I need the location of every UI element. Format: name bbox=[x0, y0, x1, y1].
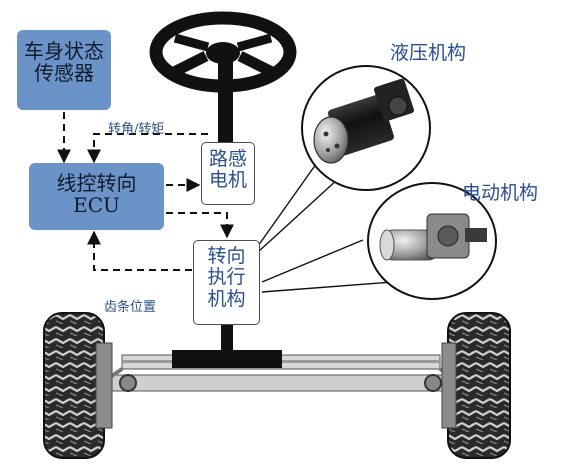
steering-actuator-box: 转向 执行 机构 bbox=[193, 240, 260, 325]
steering-rack bbox=[172, 350, 282, 368]
ecu-box-line1: 线控转向 bbox=[56, 171, 137, 195]
angle-torque-label: 转角/转矩 bbox=[108, 122, 165, 137]
hydraulic-unit-image bbox=[301, 65, 431, 191]
right-wheel-icon bbox=[441, 312, 511, 459]
steer-by-wire-ecu-box: 线控转向 ECU bbox=[29, 163, 164, 230]
vehicle-state-sensor-line2: 传感器 bbox=[34, 61, 94, 86]
road-feel-motor-box: 路感 电机 bbox=[201, 142, 255, 205]
ecu-box-line2: ECU bbox=[73, 193, 120, 218]
rack-position-label: 齿条位置 bbox=[104, 300, 157, 315]
steering-actuator-line3: 机构 bbox=[207, 287, 246, 310]
electric-unit-image bbox=[367, 182, 497, 300]
arrow-rack-position bbox=[87, 230, 192, 271]
steering-actuator-line1: 转向 bbox=[207, 245, 246, 267]
road-feel-motor-line2: 电机 bbox=[208, 169, 247, 192]
hydraulic-mechanism-label: 液压机构 bbox=[390, 42, 467, 64]
signal-arrows bbox=[57, 112, 234, 271]
road-feel-motor-line1: 路感 bbox=[208, 148, 247, 170]
vehicle-state-sensor-box: 车身状态 传感器 bbox=[17, 30, 111, 110]
steering-actuator-line2: 执行 bbox=[207, 266, 246, 289]
front-axle-icon bbox=[104, 350, 458, 392]
steering-column-upper bbox=[218, 60, 233, 152]
electric-mechanism-label: 电动机构 bbox=[462, 182, 539, 204]
arrow-ecu-to-actuator bbox=[166, 212, 234, 239]
vehicle-state-sensor-line1: 车身状态 bbox=[24, 39, 104, 63]
left-wheel-icon bbox=[43, 312, 113, 459]
arrow-angle-torque bbox=[87, 133, 208, 164]
